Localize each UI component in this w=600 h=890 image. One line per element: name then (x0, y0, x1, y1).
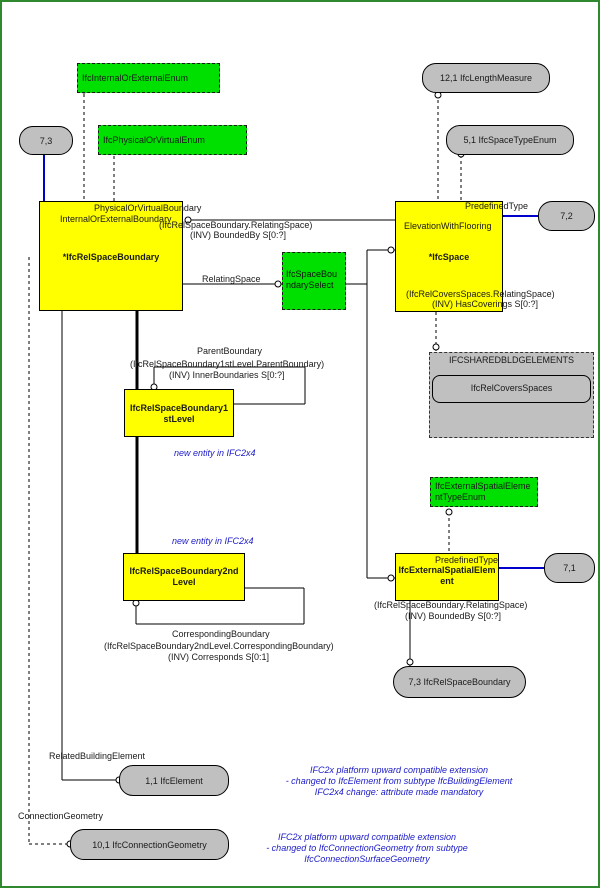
ref-7-3-top[interactable]: 7,3 (19, 126, 73, 155)
note-element-1: IFC2x platform upward compatible extensi… (309, 765, 489, 775)
note-element-2: - changed to IfcElement from subtype Ifc… (285, 776, 513, 786)
label-corresponding-boundary: CorrespondingBoundary (172, 629, 270, 639)
label-ext-relating-space-1: (IfcRelSpaceBoundary.RelatingSpace) (374, 600, 528, 610)
shared-bldg-elements-header: IFCSHAREDBLDGELEMENTS (448, 355, 575, 365)
note-new-entity-1: new entity in IFC2x4 (174, 448, 256, 458)
ref-connection-geometry-label: 10,1 IfcConnectionGeometry (92, 839, 207, 850)
ref-7-2-label: 7,2 (560, 211, 573, 221)
label-parent-boundary: ParentBoundary (197, 346, 263, 356)
ref-element-label: 1,1 IfcElement (145, 775, 203, 786)
entity-rel-space-boundary[interactable]: *IfcRelSpaceBoundary (39, 201, 183, 311)
external-spatial-element-type-enum-label: IfcExternalSpatialElementTypeEnum (435, 481, 531, 502)
ref-7-1-label: 7,1 (563, 563, 576, 573)
rel-covers-spaces-ref[interactable]: IfcRelCoversSpaces (432, 375, 591, 403)
space-boundary-select[interactable]: IfcSpaceBoundarySelect (282, 252, 346, 310)
label-relating-space: RelatingSpace (202, 274, 261, 284)
space-boundary-select-label: IfcSpaceBoundarySelect (286, 269, 338, 290)
label-covers-spaces-1: (IfcRelCoversSpaces.RelatingSpace) (406, 289, 555, 299)
physical-or-virtual-enum-label: IfcPhysicalOrVirtualEnum (103, 135, 205, 145)
entity-rel-space-boundary-1st-level[interactable]: IfcRelSpaceBoundary1stLevel (124, 389, 234, 437)
ref-7-3-top-label: 7,3 (39, 135, 53, 146)
note-geometry-2: - changed to IfcConnectionGeometry from … (266, 843, 468, 853)
label-corresponding-inv-1: (IfcRelSpaceBoundary2ndLevel.Correspondi… (104, 641, 334, 651)
label-elevation-with-flooring: ElevationWithFlooring (404, 221, 492, 231)
external-spatial-element-type-enum[interactable]: IfcExternalSpatialElementTypeEnum (430, 477, 538, 507)
physical-or-virtual-enum[interactable]: IfcPhysicalOrVirtualEnum (98, 125, 247, 155)
entity-rel-space-boundary-title: *IfcRelSpaceBoundary (62, 252, 160, 262)
ref-7-3-rel-space-boundary-label: 7,3 IfcRelSpaceBoundary (408, 677, 511, 687)
ref-7-1[interactable]: 7,1 (544, 553, 595, 583)
label-parent-boundary-inv-1: (IfcRelSpaceBoundary1stLevel.ParentBound… (130, 359, 325, 369)
entity-external-spatial-element[interactable]: IfcExternalSpatialElement (395, 553, 499, 601)
label-related-building-element: RelatedBuildingElement (49, 751, 146, 761)
internal-or-external-enum[interactable]: IfcInternalOrExternalEnum (77, 63, 220, 93)
note-geometry-1: IFC2x platform upward compatible extensi… (277, 832, 457, 842)
label-predefined-type-ext: PredefinedType (435, 555, 499, 565)
ref-connection-geometry[interactable]: 10,1 IfcConnectionGeometry (70, 829, 229, 860)
shared-bldg-elements-schema[interactable]: IFCSHAREDBLDGELEMENTS IfcRelCoversSpaces (429, 352, 594, 438)
entity-rel-space-boundary-2nd-level[interactable]: IfcRelSpaceBoundary2ndLevel (123, 553, 245, 601)
note-element-3: IFC2x4 change: attribute made mandatory (314, 787, 484, 797)
label-predefined-type-space: PredefinedType (465, 201, 529, 211)
ref-space-type-enum[interactable]: 5,1 IfcSpaceTypeEnum (446, 125, 574, 155)
ref-7-3-rel-space-boundary[interactable]: 7,3 IfcRelSpaceBoundary (393, 666, 526, 698)
ref-7-2[interactable]: 7,2 (538, 201, 595, 231)
label-internal-or-external-boundary: InternalOrExternalBoundary (60, 214, 172, 224)
label-corresponding-inv-2: (INV) Corresponds S[0:1] (168, 652, 270, 662)
entity-space-title: *IfcSpace (428, 252, 470, 262)
note-new-entity-2: new entity in IFC2x4 (172, 536, 254, 546)
entity-2nd-level-title: IfcRelSpaceBoundary2ndLevel (129, 566, 239, 587)
rel-covers-spaces-label: IfcRelCoversSpaces (470, 383, 553, 393)
label-connection-geometry: ConnectionGeometry (18, 811, 104, 821)
note-geometry-3: IfcConnectionSurfaceGeometry (304, 854, 430, 864)
entity-external-spatial-element-title: IfcExternalSpatialElement (398, 565, 496, 586)
label-physical-or-virtual-boundary: PhysicalOrVirtualBoundary (94, 203, 202, 213)
internal-or-external-enum-label: IfcInternalOrExternalEnum (82, 73, 189, 83)
label-relating-space-inverse-1: (IfcRelSpaceBoundary.RelatingSpace) (159, 220, 313, 230)
label-parent-boundary-inv-2: (INV) InnerBoundaries S[0:?] (169, 370, 285, 380)
label-covers-spaces-2: (INV) HasCoverings S[0:?] (432, 299, 539, 309)
ref-element[interactable]: 1,1 IfcElement (119, 765, 229, 796)
ref-space-type-enum-label: 5,1 IfcSpaceTypeEnum (463, 135, 557, 145)
label-relating-space-inverse-2: (INV) BoundedBy S[0:?] (190, 230, 287, 240)
ref-length-measure-label: 12,1 IfcLengthMeasure (439, 73, 533, 83)
entity-1st-level-title: IfcRelSpaceBoundary1stLevel (129, 403, 229, 424)
label-ext-relating-space-2: (INV) BoundedBy S[0:?] (405, 611, 502, 621)
entity-space[interactable]: *IfcSpace (395, 201, 503, 312)
ref-length-measure[interactable]: 12,1 IfcLengthMeasure (422, 63, 550, 93)
